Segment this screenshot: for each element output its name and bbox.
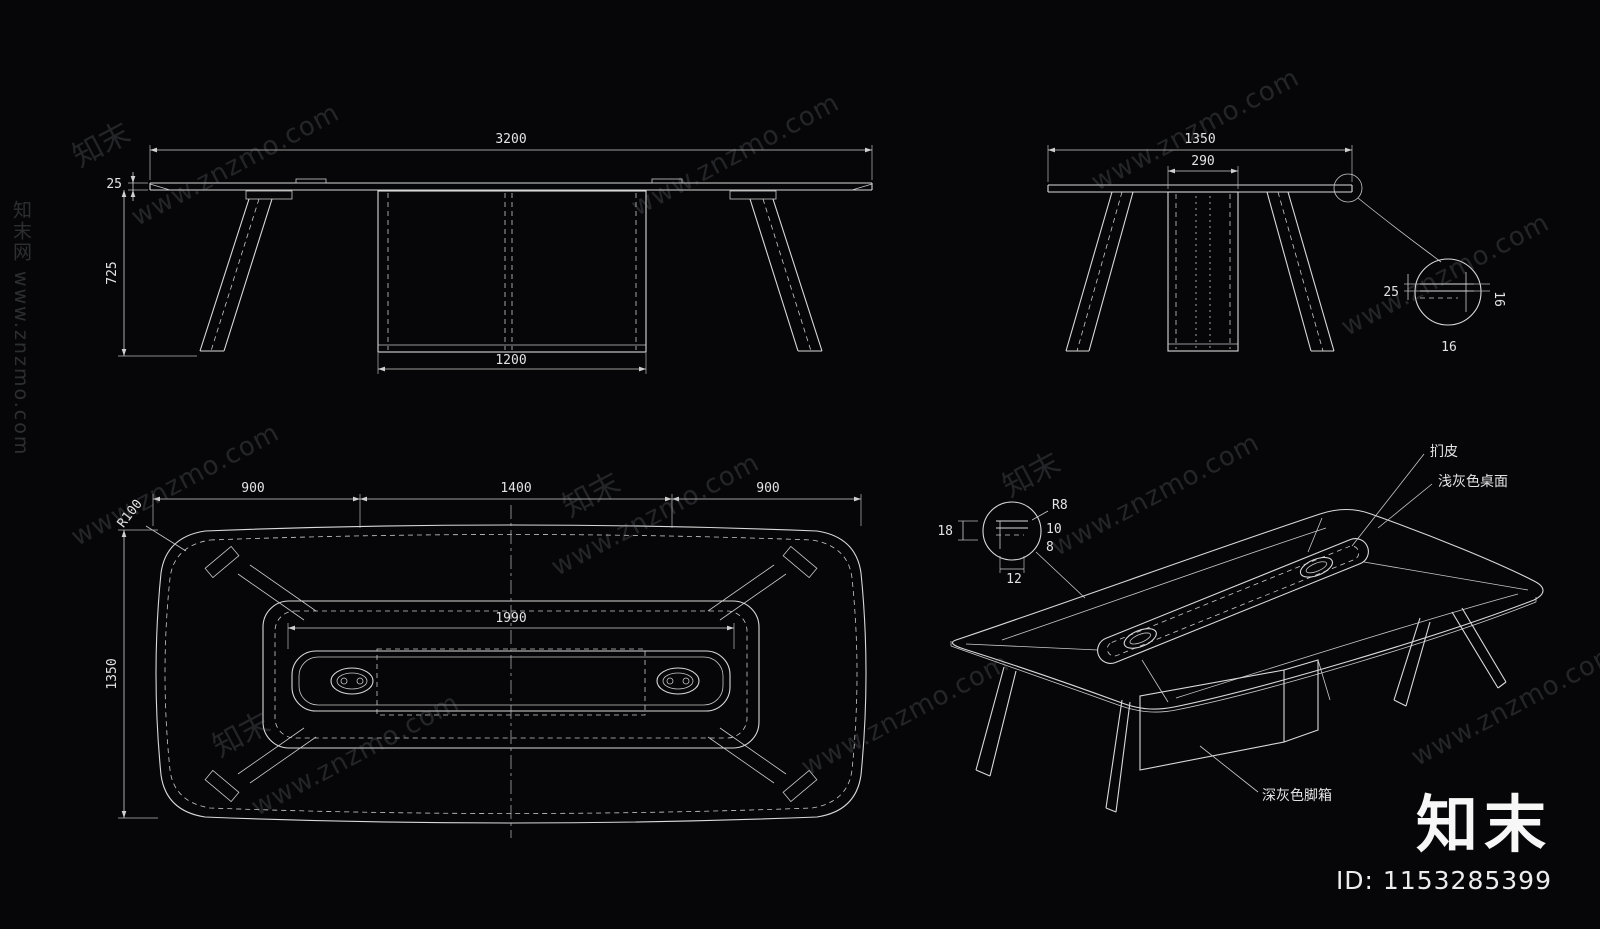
side-elevation-view: 1350 290 25 16 16	[1047, 132, 1506, 355]
dim-plan-radius: R100	[115, 497, 146, 531]
label-tabletop: 浅灰色桌面	[1438, 473, 1508, 490]
dim-plan-mid: 1400	[500, 481, 531, 496]
perspective-view: 扪皮 浅灰色桌面 深灰色脚箱 R8 10 8 18 12	[937, 444, 1544, 813]
dim-plan-left: 900	[241, 481, 264, 496]
dim-persp-12: 12	[1006, 572, 1022, 587]
dim-plan-right: 900	[756, 481, 779, 496]
dim-front-width: 3200	[495, 132, 526, 147]
dim-side-width: 1350	[1184, 132, 1215, 147]
plan-grommet-left	[330, 667, 374, 695]
label-upholstery: 扪皮	[1430, 444, 1458, 460]
dim-detail-bottom: 16	[1441, 340, 1457, 355]
dim-front-thickness: 25	[106, 177, 122, 192]
site-logo: 知末	[1415, 788, 1552, 861]
dim-plan-depth: 1350	[105, 658, 120, 689]
dim-persp-8: 8	[1046, 540, 1054, 555]
dim-detail-edge: 16	[1491, 291, 1506, 307]
dim-front-base: 1200	[495, 353, 526, 368]
dim-persp-r8: R8	[1052, 498, 1068, 513]
dim-side-pedestal: 290	[1191, 154, 1214, 169]
front-elevation-view: 3200 25 725 1200	[105, 132, 873, 374]
label-base-cabinet: 深灰色脚箱	[1262, 787, 1332, 804]
dim-detail-thickness: 25	[1383, 285, 1399, 300]
dim-persp-10: 10	[1046, 522, 1062, 537]
plan-view: 900 1400 900 R100 1350 1990	[105, 481, 867, 838]
branding-block: 知末 ID: 1153285399	[1335, 788, 1552, 896]
dim-persp-18: 18	[937, 524, 953, 539]
dim-front-height: 725	[105, 261, 120, 284]
plan-grommet-right	[656, 667, 700, 695]
asset-id: ID: 1153285399	[1335, 866, 1552, 895]
dim-plan-console: 1990	[495, 611, 526, 626]
